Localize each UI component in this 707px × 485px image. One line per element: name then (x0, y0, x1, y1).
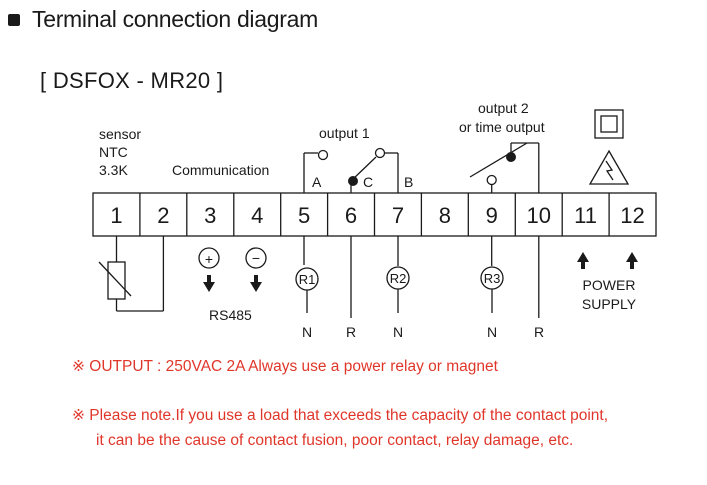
rs485-label: RS485 (209, 307, 252, 323)
contact-b-label: B (404, 174, 413, 190)
terminal-number: 11 (574, 203, 597, 228)
title-row: Terminal connection diagram (8, 6, 318, 33)
terminal-number: 6 (345, 203, 357, 228)
power-label: POWER (583, 277, 636, 293)
title-bullet-icon (8, 13, 20, 26)
terminal-number: 3 (204, 203, 216, 228)
output2-common-dot (506, 152, 516, 162)
return-label: R (346, 324, 356, 340)
arrow-down-icon (203, 282, 215, 292)
plus-sign: + (205, 251, 213, 267)
neutral-label: N (487, 324, 497, 340)
neutral-label: N (393, 324, 403, 340)
output2-time-label: or time output (459, 119, 545, 135)
r2-label: R2 (390, 271, 407, 286)
arrow-down-icon (250, 282, 262, 292)
terminal-number: 8 (439, 203, 451, 228)
contact-c-label: C (363, 174, 373, 190)
terminal-number: 2 (157, 203, 169, 228)
minus-sign: − (252, 250, 260, 266)
terminal-number: 12 (620, 203, 644, 228)
terminal-number: 10 (526, 203, 550, 228)
rs485-plus-circle (198, 247, 220, 269)
terminal-number: 7 (392, 203, 404, 228)
neutral-label: N (302, 324, 312, 340)
output1-contact-a (317, 149, 329, 161)
sensor-label: sensor (99, 126, 141, 142)
ntc-label: NTC (99, 144, 128, 160)
contact-a-label: A (312, 174, 322, 190)
high-voltage-warning-icon (588, 149, 630, 185)
caution-note-line2: it can be the cause of contact fusion, p… (96, 432, 574, 449)
rs485-minus-circle (245, 247, 267, 269)
output1-common-dot (348, 176, 358, 186)
terminal-number: 9 (486, 203, 498, 228)
output2-contact-open (486, 174, 497, 186)
double-insulation-icon (594, 109, 624, 139)
terminal-number: 4 (251, 203, 263, 228)
page-title: Terminal connection diagram (32, 6, 318, 32)
output-note: ※ OUTPUT : 250VAC 2A Always use a power … (72, 358, 498, 375)
output2-label: output 2 (478, 100, 529, 116)
output1-label: output 1 (319, 125, 370, 141)
ntc-value-label: 3.3K (99, 162, 128, 178)
r3-label: R3 (484, 271, 501, 286)
caution-note-line1: ※ Please note.If you use a load that exc… (72, 407, 609, 424)
arrow-up-icon (626, 252, 638, 262)
return-label: R (534, 324, 544, 340)
terminal-number: 1 (110, 203, 122, 228)
terminal-number: 5 (298, 203, 310, 228)
model-name: [ DSFOX - MR20 ] (40, 68, 224, 93)
r1-label: R1 (299, 272, 316, 287)
supply-label: SUPPLY (582, 296, 637, 312)
communication-label: Communication (172, 162, 269, 178)
output1-contact-b (374, 147, 386, 159)
arrow-up-icon (577, 252, 589, 262)
